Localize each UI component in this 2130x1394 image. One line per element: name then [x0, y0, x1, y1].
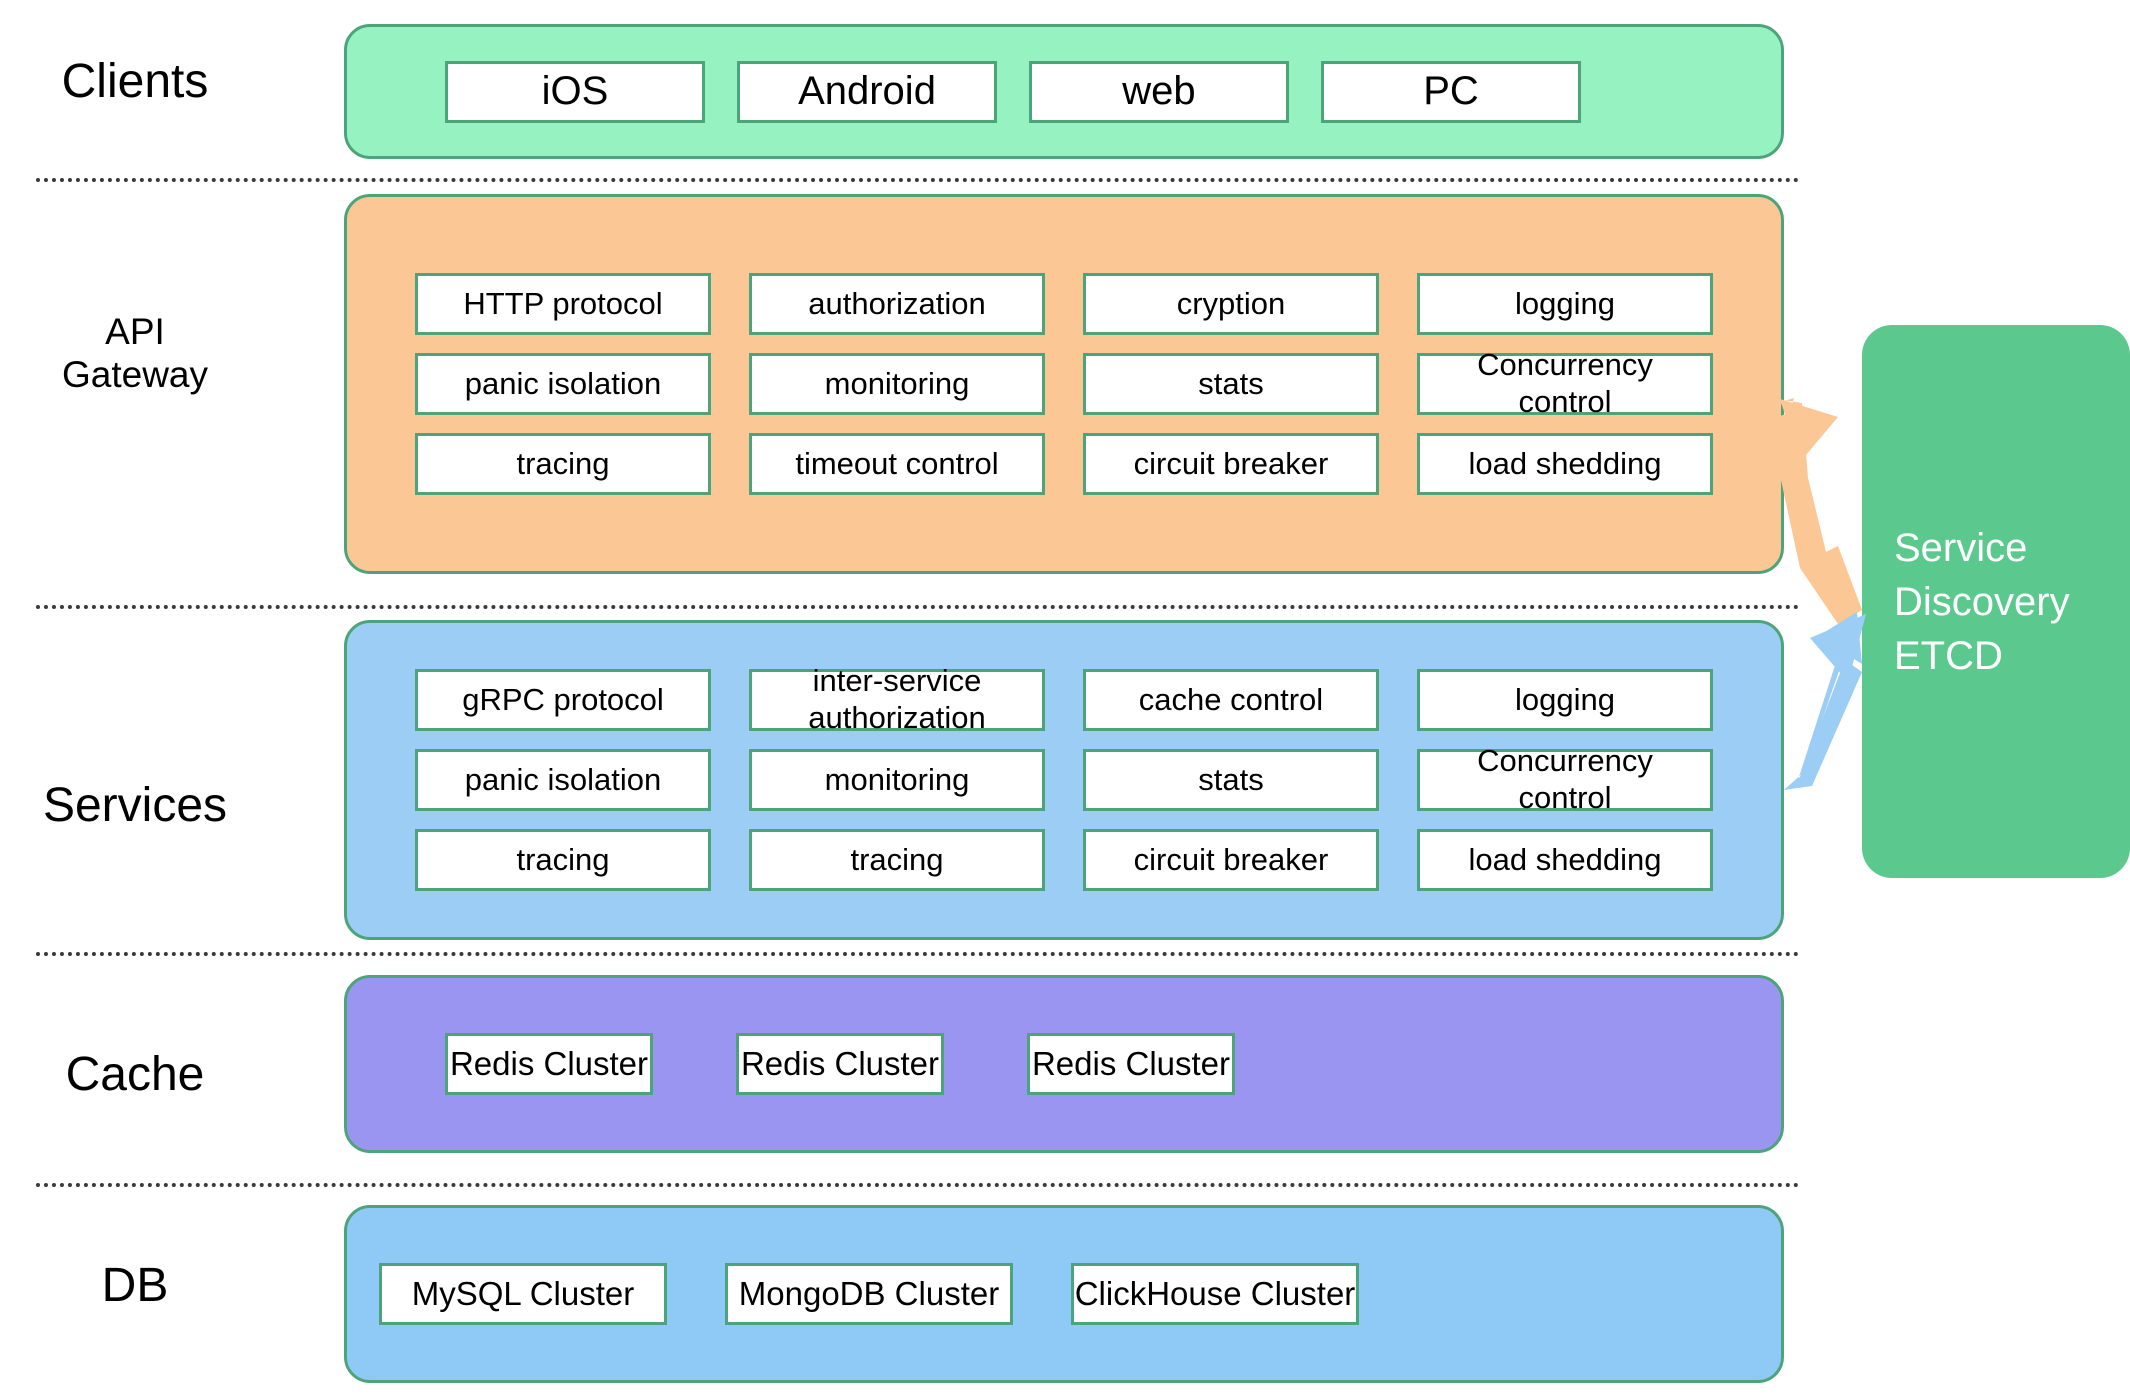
- services-box-monitoring[interactable]: monitoring: [749, 749, 1045, 811]
- db-box-mongodb-cluster[interactable]: MongoDB Cluster: [725, 1263, 1013, 1325]
- service-discovery-panel[interactable]: Service Discovery ETCD: [1862, 325, 2130, 878]
- separator-services-cache: [36, 952, 1800, 956]
- separator-cache-db: [36, 1183, 1800, 1187]
- gateway-box-monitoring[interactable]: monitoring: [749, 353, 1045, 415]
- separator-gateway-services: [36, 605, 1800, 609]
- tier-panel-clients: iOS Android web PC: [344, 24, 1784, 159]
- db-row: MySQL Cluster MongoDB Cluster ClickHouse…: [347, 1263, 1781, 1325]
- tier-label-clients: Clients: [61, 55, 209, 108]
- tier-panel-cache: Redis Cluster Redis Cluster Redis Cluste…: [344, 975, 1784, 1153]
- tier-panel-api-gateway: HTTP protocol authorization cryption log…: [344, 194, 1784, 574]
- gateway-row-1: HTTP protocol authorization cryption log…: [347, 273, 1781, 335]
- gateway-box-concurrency-control[interactable]: Concurrency control: [1417, 347, 1713, 419]
- services-row-2: panic isolation monitoring stats Concurr…: [347, 743, 1781, 815]
- services-box-concurrency-control[interactable]: Concurrency control: [1417, 743, 1713, 815]
- arrow-services-to-registry: [1784, 612, 1866, 790]
- tier-label-api-gateway: API Gateway: [61, 311, 208, 395]
- gateway-box-cryption[interactable]: cryption: [1083, 273, 1379, 335]
- services-box-grpc-protocol[interactable]: gRPC protocol: [415, 669, 711, 731]
- services-row-1: gRPC protocol inter-service authorizatio…: [347, 663, 1781, 735]
- client-box-ios[interactable]: iOS: [445, 60, 705, 123]
- client-box-android[interactable]: Android: [737, 60, 997, 123]
- gateway-box-tracing[interactable]: tracing: [415, 433, 711, 495]
- db-box-clickhouse-cluster[interactable]: ClickHouse Cluster: [1071, 1263, 1359, 1325]
- services-row-3: tracing tracing circuit breaker load she…: [347, 829, 1781, 891]
- client-box-pc[interactable]: PC: [1321, 60, 1581, 123]
- cache-box-redis-cluster-3[interactable]: Redis Cluster: [1027, 1033, 1235, 1095]
- services-box-logging[interactable]: logging: [1417, 669, 1713, 731]
- db-box-mysql-cluster[interactable]: MySQL Cluster: [379, 1263, 667, 1325]
- services-box-inter-service-authorization[interactable]: inter-service authorization: [749, 663, 1045, 735]
- gateway-box-http-protocol[interactable]: HTTP protocol: [415, 273, 711, 335]
- clients-row: iOS Android web PC: [347, 60, 1781, 123]
- gateway-row-3: tracing timeout control circuit breaker …: [347, 433, 1781, 495]
- services-box-cache-control[interactable]: cache control: [1083, 669, 1379, 731]
- service-discovery-label: Service Discovery ETCD: [1894, 525, 2070, 678]
- cache-box-redis-cluster-2[interactable]: Redis Cluster: [736, 1033, 944, 1095]
- gateway-box-authorization[interactable]: authorization: [749, 273, 1045, 335]
- gateway-box-logging[interactable]: logging: [1417, 273, 1713, 335]
- gateway-box-stats[interactable]: stats: [1083, 353, 1379, 415]
- gateway-box-circuit-breaker[interactable]: circuit breaker: [1083, 433, 1379, 495]
- tier-panel-db: MySQL Cluster MongoDB Cluster ClickHouse…: [344, 1205, 1784, 1383]
- gateway-box-load-shedding[interactable]: load shedding: [1417, 433, 1713, 495]
- services-box-load-shedding[interactable]: load shedding: [1417, 829, 1713, 891]
- services-box-circuit-breaker[interactable]: circuit breaker: [1083, 829, 1379, 891]
- services-box-panic-isolation[interactable]: panic isolation: [415, 749, 711, 811]
- tier-panel-services: gRPC protocol inter-service authorizatio…: [344, 620, 1784, 940]
- gateway-box-timeout-control[interactable]: timeout control: [749, 433, 1045, 495]
- tier-label-cache: Cache: [65, 1048, 205, 1101]
- services-box-tracing-1[interactable]: tracing: [415, 829, 711, 891]
- cache-row: Redis Cluster Redis Cluster Redis Cluste…: [347, 1033, 1781, 1095]
- gateway-row-2: panic isolation monitoring stats Concurr…: [347, 347, 1781, 419]
- cache-box-redis-cluster-1[interactable]: Redis Cluster: [445, 1033, 653, 1095]
- separator-clients-gateway: [36, 178, 1800, 182]
- client-box-web[interactable]: web: [1029, 60, 1289, 123]
- tier-label-services: Services: [42, 779, 228, 832]
- services-box-tracing-2[interactable]: tracing: [749, 829, 1045, 891]
- services-box-stats[interactable]: stats: [1083, 749, 1379, 811]
- gateway-box-panic-isolation[interactable]: panic isolation: [415, 353, 711, 415]
- tier-label-db: DB: [101, 1259, 169, 1312]
